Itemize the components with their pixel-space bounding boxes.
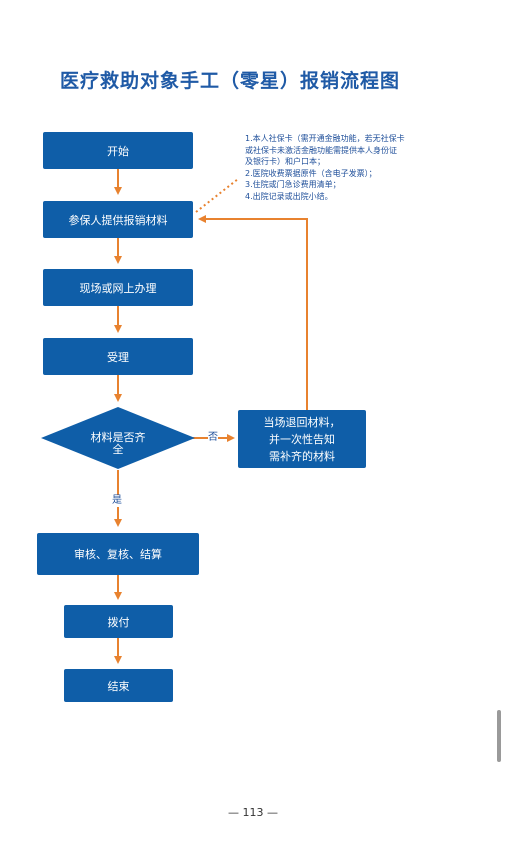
node-disburse: 拨付 — [64, 605, 173, 638]
dotted-note-connector — [195, 178, 239, 213]
page-number: — 113 — — [228, 806, 278, 819]
node-review-settle: 审核、复核、结算 — [37, 533, 199, 575]
node-submit-materials: 参保人提供报销材料 — [43, 201, 193, 238]
decision-label: 材料是否齐全 — [90, 431, 146, 456]
page-title: 医疗救助对象手工（零星）报销流程图 — [60, 70, 401, 92]
note-line: 2.医院收费票据原件（含电子发票）； — [245, 168, 377, 178]
return-line-2: 并一次性告知 — [269, 432, 335, 446]
note-line: 1.本人社保卡（需开通金融功能，若无社保卡 — [245, 134, 405, 143]
label-no: 否 — [208, 432, 218, 444]
note-line: 3.住院或门急诊费用清单； — [245, 180, 341, 189]
scrollbar-thumb[interactable] — [497, 710, 501, 762]
note-line: 4.出院记录或出院小结。 — [245, 191, 333, 201]
node-accept: 受理 — [43, 338, 193, 375]
return-line-1: 当场退回材料， — [263, 415, 341, 429]
return-line-3: 需补齐的材料 — [269, 449, 335, 463]
node-start: 开始 — [43, 132, 193, 169]
decision-diamond — [41, 407, 195, 469]
note-line: 及银行卡）和户口本； — [245, 157, 325, 166]
node-onsite-or-online: 现场或网上办理 — [43, 269, 193, 306]
note-line: 或社保卡未激活金融功能需提供本人身份证 — [245, 145, 397, 155]
label-yes: 是 — [112, 495, 122, 507]
materials-notes: 1.本人社保卡（需开通金融功能，若无社保卡 或社保卡未激活金融功能需提供本人身份… — [245, 133, 445, 202]
arrow-return-to-submit — [198, 215, 308, 410]
node-return-materials: 当场退回材料， 并一次性告知 需补齐的材料 — [238, 410, 366, 468]
node-end: 结束 — [64, 669, 173, 702]
